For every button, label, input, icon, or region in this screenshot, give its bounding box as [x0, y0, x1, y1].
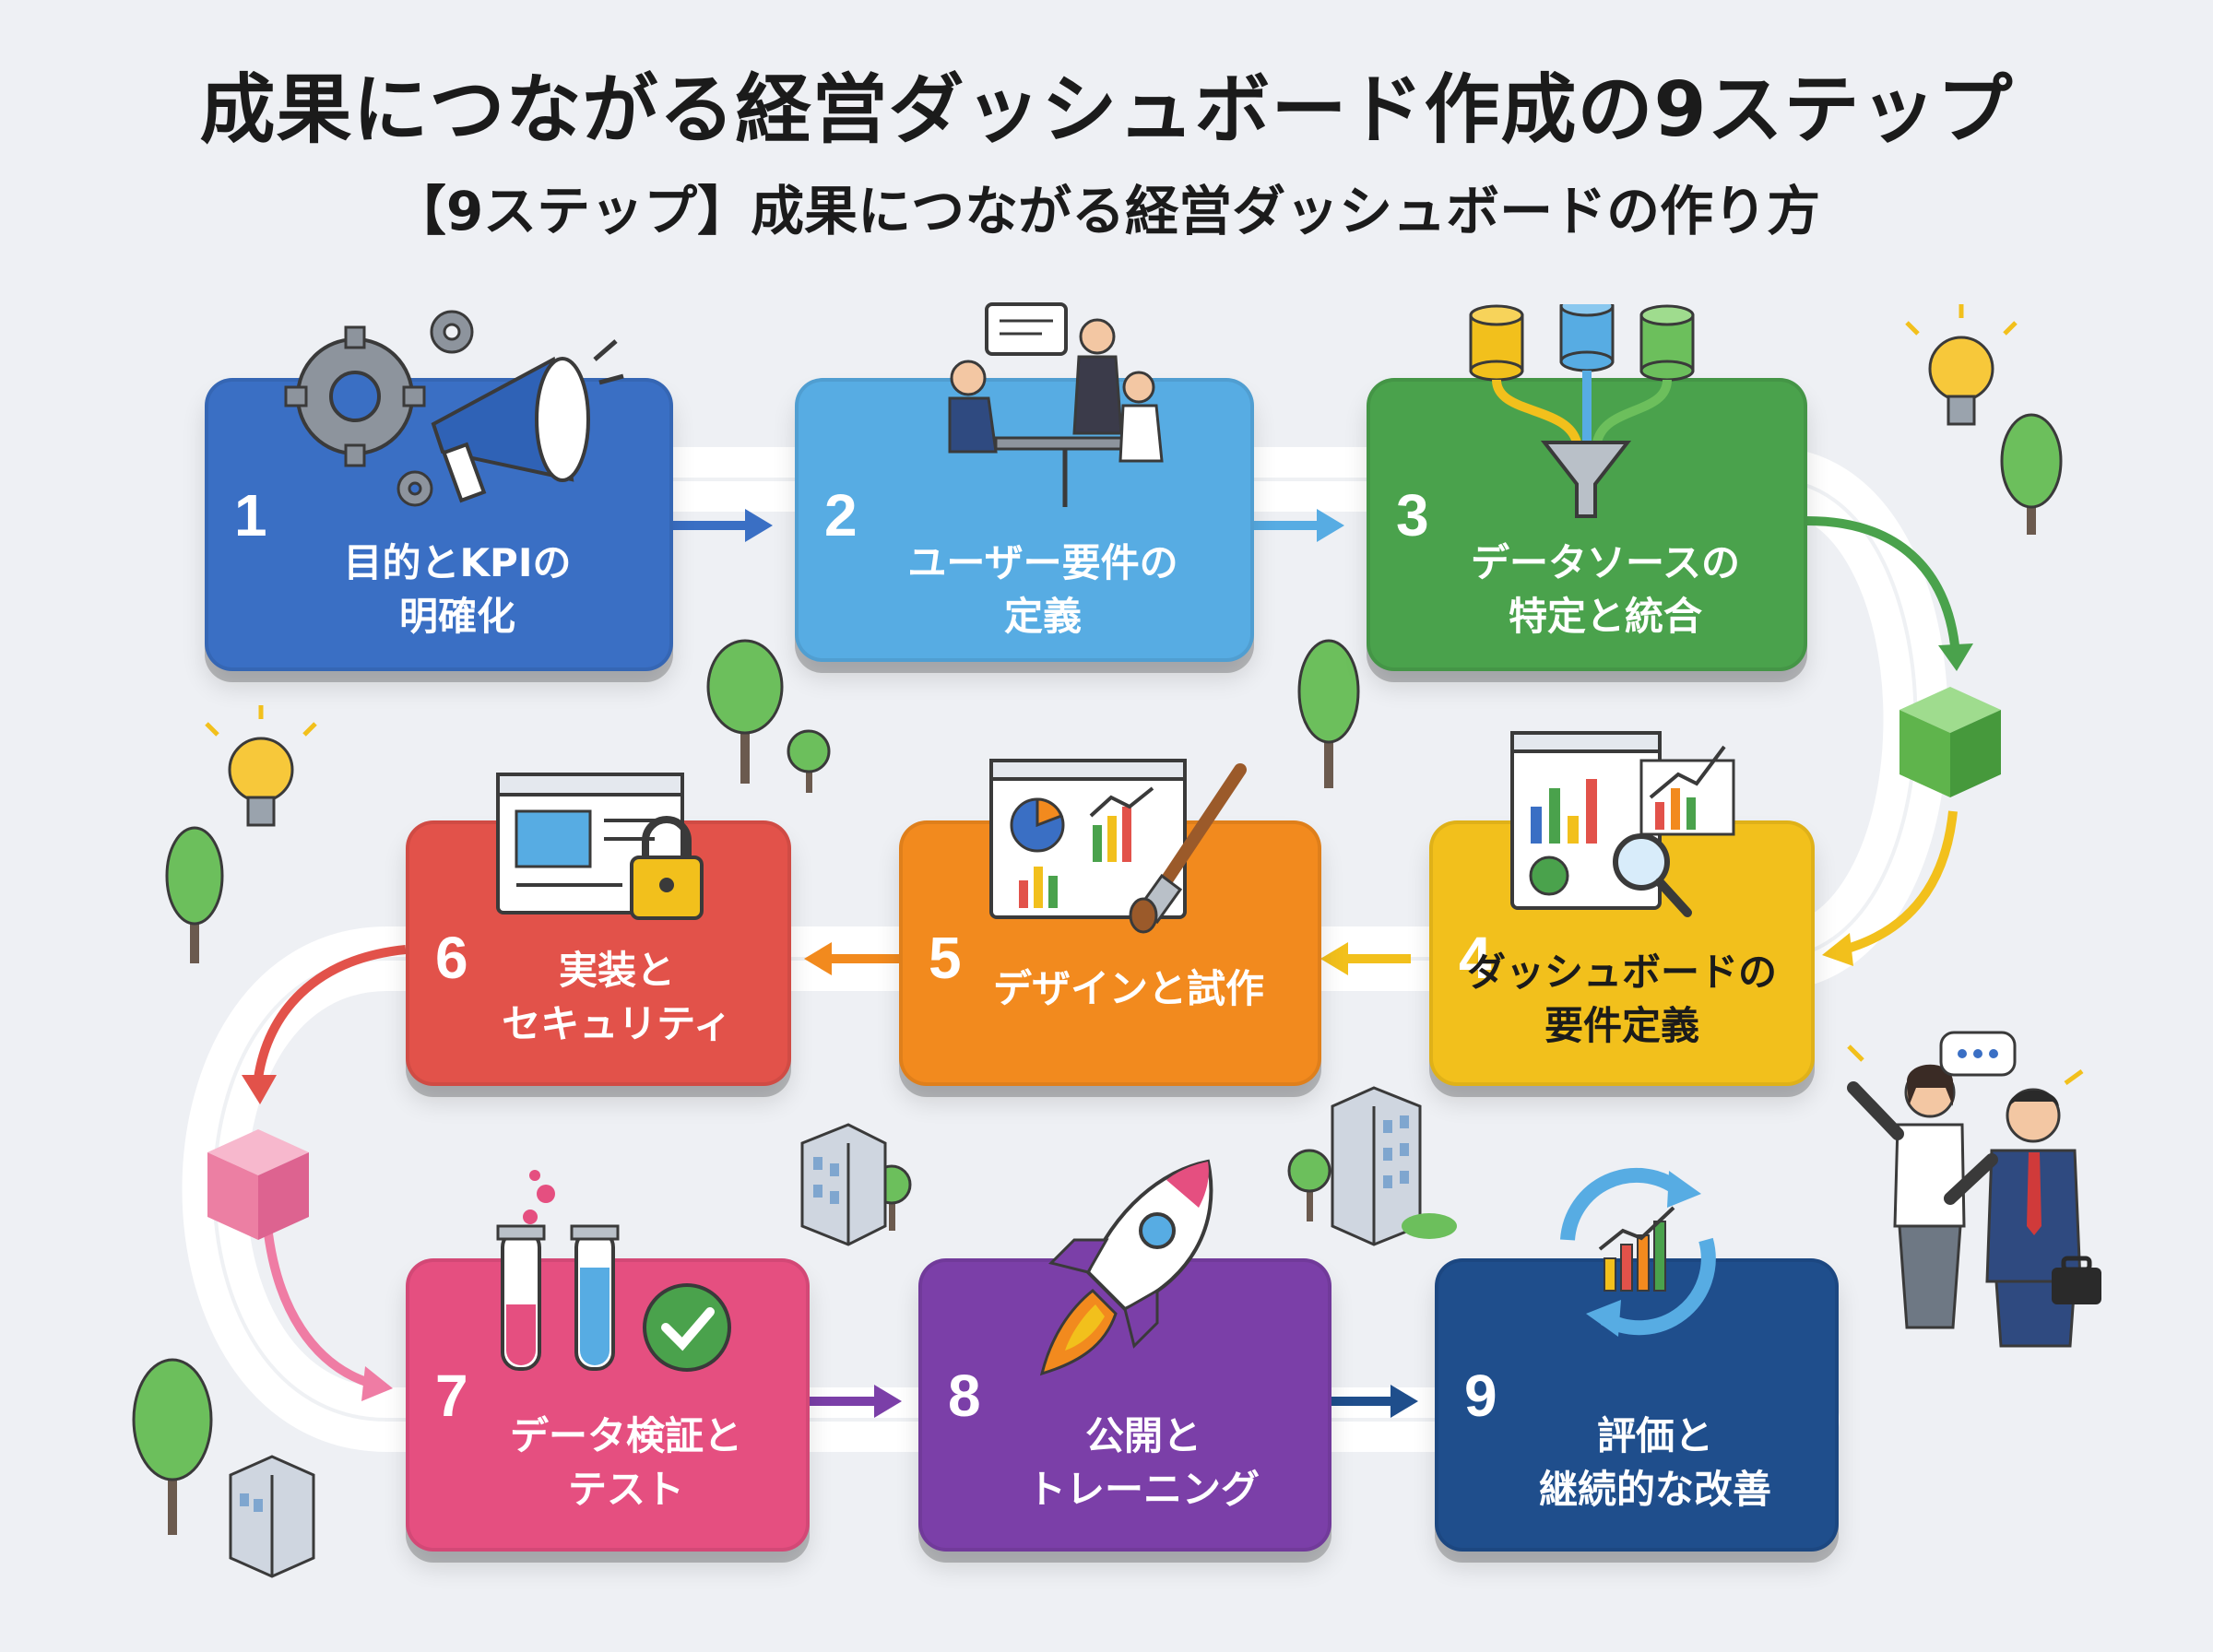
megaphone-gears-icon: [284, 310, 624, 507]
arrow-6-to-7: [242, 945, 407, 1401]
tree-icon: [2000, 413, 2063, 535]
tree-icon: [1297, 639, 1360, 788]
dashboard-paintbrush-icon: [989, 759, 1247, 934]
step-number: 4: [1459, 925, 1492, 991]
step-label: 目的とKPIの 明確化: [343, 540, 572, 639]
browser-lock-icon: [496, 773, 704, 920]
step-card-8: 8 公開と トレーニング: [918, 1258, 1331, 1552]
tree-icon: [132, 1358, 213, 1535]
arrow-8-to-9: [1323, 1385, 1418, 1418]
test-tubes-check-icon: [496, 1170, 731, 1372]
arrow-4-to-5: [1320, 942, 1411, 975]
business-people-icon: [1847, 1031, 2101, 1348]
tree-icon: [706, 639, 831, 793]
pink-cube-icon: [207, 1129, 309, 1240]
lightbulb-icon: [1905, 304, 2018, 426]
green-cube-icon: [1899, 687, 2001, 797]
step-label: 実装と セキュリティ: [502, 948, 732, 1046]
page-subtitle: 【9ステップ】成果につながる経営ダッシュボードの作り方: [392, 180, 1821, 242]
step-number: 6: [435, 925, 468, 991]
arrow-2-to-3: [1247, 509, 1344, 542]
dashboard-magnifier-icon: [1510, 731, 1735, 917]
step-number: 2: [824, 482, 858, 549]
step-card-2: 2 ユーザー要件の 定義: [795, 378, 1254, 662]
step-card-9: 9 評価と 継続的な改善: [1435, 1258, 1839, 1552]
step-number: 1: [234, 482, 267, 549]
lightbulb-icon: [205, 705, 317, 827]
step-label: データソースの 特定と統合: [1471, 540, 1740, 639]
step-label: ユーザー要件の 定義: [907, 540, 1178, 639]
step-number: 5: [929, 925, 962, 991]
building-icon: [229, 1455, 315, 1578]
database-funnel-icon: [1469, 304, 1695, 518]
step-label: デザインと試作: [992, 966, 1264, 1011]
arrow-5-to-6: [804, 942, 899, 975]
step-label: データ検証と テスト: [509, 1413, 742, 1512]
step-number: 8: [948, 1363, 981, 1429]
arrow-1-to-2: [671, 509, 773, 542]
arrow-3-to-4: [1806, 516, 1973, 966]
tree-icon: [165, 826, 224, 963]
step-number: 9: [1464, 1363, 1497, 1429]
building-icon: [800, 1123, 887, 1246]
step-card-6: 6 実装と セキュリティ: [406, 820, 791, 1086]
cycle-chart-icon: [1560, 1167, 1716, 1337]
step-label: 公開と トレーニング: [1026, 1413, 1260, 1512]
step-label: 評価と 継続的な改善: [1538, 1413, 1771, 1512]
step-label: ダッシュボードの 要件定義: [1466, 950, 1777, 1048]
rocket-icon: [1039, 1159, 1213, 1376]
arrow-7-to-8: [807, 1385, 902, 1418]
building-icon: [1331, 1086, 1457, 1246]
step-number: 3: [1396, 482, 1429, 549]
meeting-people-icon: [948, 302, 1164, 507]
page-title: 成果につながる経営ダッシュボード作成の9ステップ: [199, 66, 2014, 154]
step-number: 7: [435, 1363, 468, 1429]
